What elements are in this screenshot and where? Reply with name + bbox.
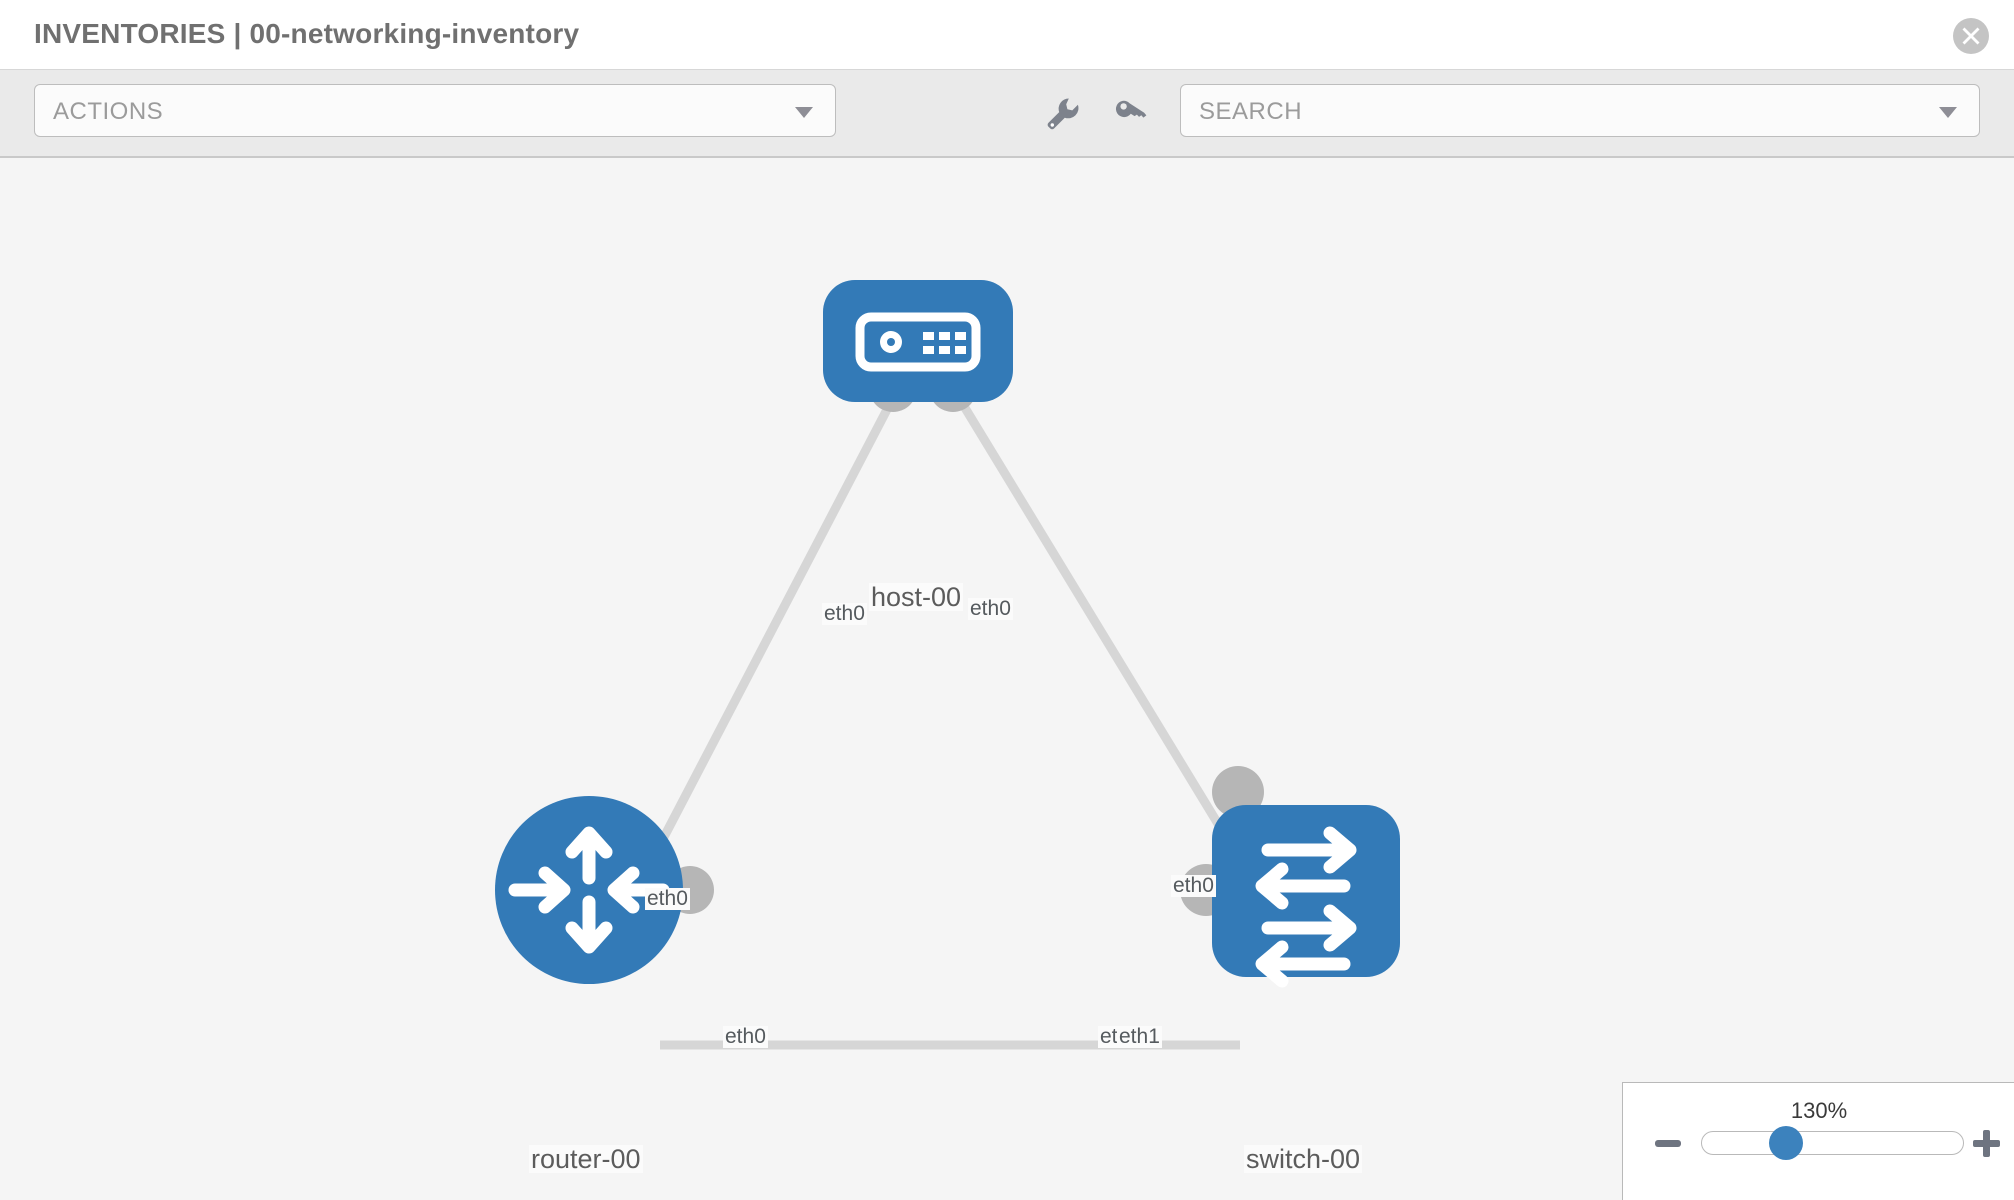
node-router-00[interactable]: [495, 796, 683, 984]
router-arrows-icon: [508, 826, 670, 954]
key-button[interactable]: [1110, 92, 1150, 132]
iface-label-switch-uplink: eth0: [1171, 874, 1216, 898]
iface-label-host-left: eth0: [822, 602, 867, 626]
search-dropdown[interactable]: SEARCH: [1180, 84, 1980, 137]
iface-label-host-right: eth0: [968, 597, 1013, 621]
node-label-switch-00: switch-00: [1244, 1144, 1363, 1174]
edge-host-router[interactable]: [648, 372, 909, 863]
close-icon: [1962, 27, 1980, 45]
page-header: INVENTORIES | 00-networking-inventory: [0, 0, 2014, 70]
node-label-router-00: router-00: [529, 1144, 643, 1174]
topology-graph: [495, 280, 1400, 1050]
page-title: INVENTORIES | 00-networking-inventory: [34, 18, 580, 49]
chevron-down-icon: [795, 107, 813, 118]
iface-label-switch-eth1: eth1: [1117, 1025, 1162, 1049]
node-host-00[interactable]: [823, 280, 1013, 402]
actions-dropdown[interactable]: ACTIONS: [34, 84, 836, 137]
zoom-slider-track[interactable]: [1701, 1131, 1964, 1155]
wrench-button[interactable]: [1041, 92, 1081, 132]
actions-dropdown-label: ACTIONS: [53, 98, 164, 125]
key-icon: [1115, 100, 1147, 118]
zoom-control-panel: 130%: [1622, 1082, 2014, 1200]
zoom-slider-handle[interactable]: [1769, 1126, 1803, 1160]
zoom-in-button[interactable]: [1973, 1130, 2000, 1157]
topology-canvas[interactable]: eth0 eth0 eth0 eth0 eth0 eth0 eth1 host-…: [0, 160, 2014, 1200]
iface-label-router-eth0: eth0: [723, 1025, 768, 1049]
switch-arrows-icon: [1255, 826, 1357, 988]
zoom-out-button[interactable]: [1655, 1140, 1681, 1147]
iface-label-router-uplink: eth0: [645, 887, 690, 911]
node-label-host-00: host-00: [869, 582, 964, 612]
server-icon: [855, 312, 981, 372]
chevron-down-icon: [1939, 107, 1957, 118]
search-input-placeholder: SEARCH: [1199, 98, 1303, 125]
node-switch-00[interactable]: [1212, 805, 1400, 988]
close-button[interactable]: [1953, 18, 1989, 54]
edge-host-switch[interactable]: [941, 372, 1244, 863]
wrench-icon: [1047, 98, 1079, 130]
zoom-level-value: 130%: [1790, 1098, 1848, 1123]
